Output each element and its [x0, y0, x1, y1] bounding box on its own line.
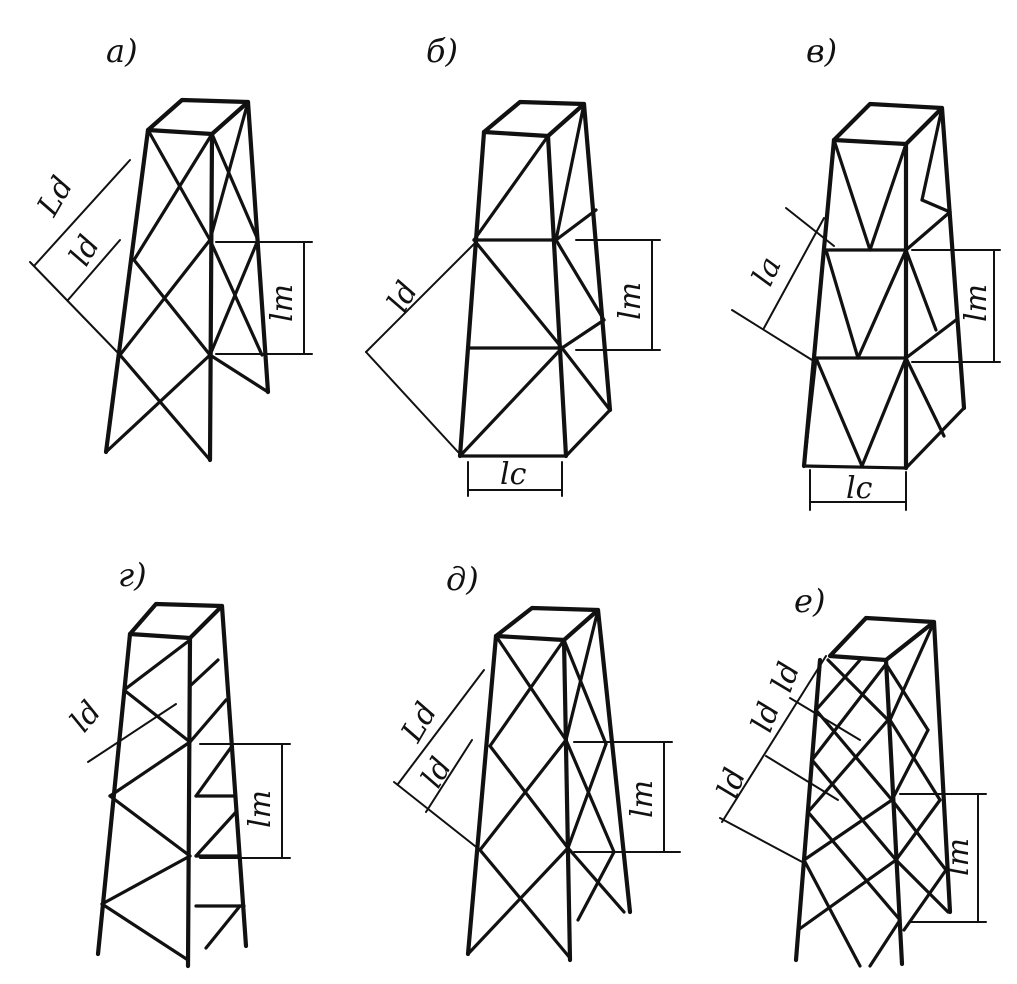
dim-label: lc	[846, 471, 873, 506]
dim-label: Ld	[30, 171, 80, 223]
panel-c-leg	[939, 105, 967, 411]
panel-a-bracing	[104, 100, 270, 462]
panel-a-label: а)	[106, 32, 138, 70]
dim-label: ld	[765, 658, 808, 697]
panel-d-leg	[185, 635, 193, 969]
dim-label: ld	[381, 276, 426, 318]
dim-label: lm	[625, 780, 660, 818]
panel-b-top	[481, 99, 587, 139]
panel-e-leg	[561, 637, 573, 963]
panel-a-top	[145, 97, 251, 137]
panel-f-leg	[883, 657, 905, 967]
panel-e-leg	[465, 633, 499, 957]
panel-e: д) Ld ld lm	[393, 560, 681, 963]
dim-label: ld	[711, 764, 754, 803]
panel-b-bracing	[458, 102, 612, 458]
panel-a-dimensions	[29, 159, 313, 356]
panel-b-leg	[581, 101, 613, 413]
panel-a-leg	[245, 99, 271, 395]
panel-e-dimensions	[393, 669, 681, 853]
dim-label: Ld	[394, 697, 444, 749]
panel-e-label: д)	[446, 560, 479, 598]
panel-a-leg	[207, 131, 215, 463]
panel-f-label: е)	[794, 582, 825, 620]
panel-d-label: г)	[118, 556, 147, 594]
panel-c: в)	[731, 32, 1001, 511]
dim-label: ld	[63, 230, 108, 272]
panel-c-top	[831, 101, 945, 147]
panel-b-label: б)	[426, 32, 458, 70]
dim-label: lm	[941, 838, 976, 876]
panel-c-bracing	[802, 106, 966, 470]
panel-f-dimensions	[719, 655, 987, 923]
panel-c-dimensions	[731, 207, 1001, 511]
panel-a-leg	[103, 127, 151, 455]
panel-b-dimensions	[365, 239, 661, 497]
panel-f-leg	[931, 619, 953, 915]
dim-label: lm	[959, 284, 994, 322]
panel-e-top	[493, 605, 601, 643]
dim-label: lc	[500, 457, 527, 492]
panel-b-leg	[457, 129, 487, 459]
panel-d-top	[127, 601, 225, 641]
panel-d-leg	[219, 603, 249, 949]
panel-f-bracing	[796, 620, 950, 968]
dim-label: lm	[613, 282, 648, 320]
panel-d-dimensions	[87, 703, 291, 859]
panel-e-bracing	[466, 608, 626, 960]
panel-a: а) Ld ld	[29, 32, 313, 463]
dim-label: ld	[745, 698, 788, 737]
dim-label: ld	[63, 695, 108, 740]
panel-d: г) ld lm	[63, 556, 291, 969]
dim-label: la	[746, 252, 789, 292]
dim-label: lm	[265, 284, 300, 322]
panel-b-leg	[545, 133, 569, 459]
dim-label: lm	[243, 790, 278, 828]
panel-b: б) ld lm	[365, 32, 661, 497]
panel-e-leg	[595, 607, 633, 915]
panel-f: е)	[711, 582, 987, 968]
panel-c-label: в)	[806, 32, 837, 70]
dim-label: ld	[415, 752, 460, 794]
